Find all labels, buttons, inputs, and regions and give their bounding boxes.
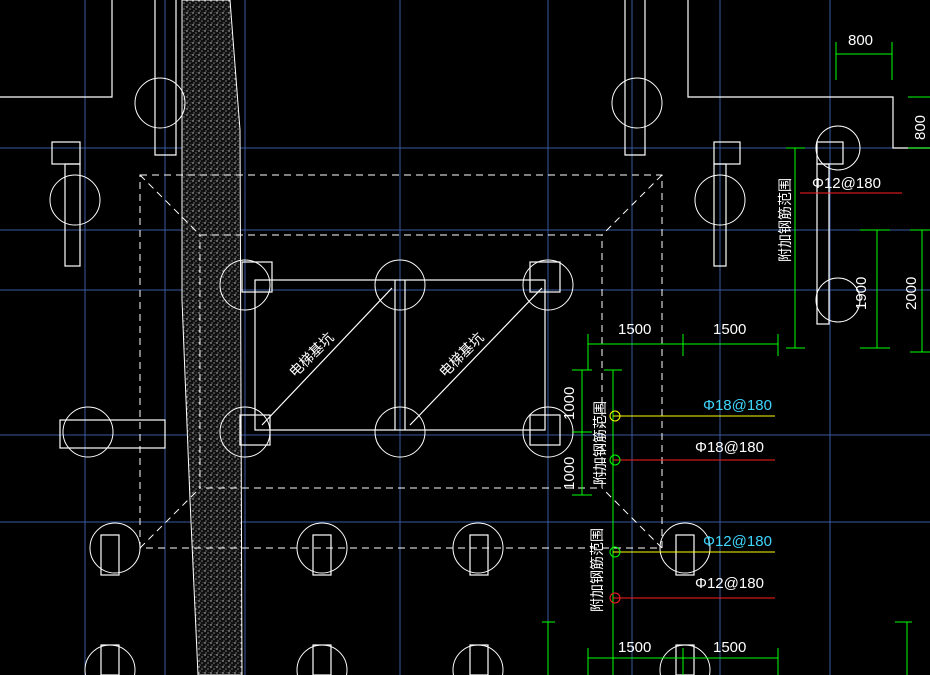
- wall-stubs: [51, 141, 844, 675]
- hatched-column-strip: [181, 0, 243, 675]
- rebar-text-top-right: Φ12@180: [812, 175, 881, 192]
- dim-text-1900: 1900: [853, 277, 870, 310]
- dim-text-1500-bot-a: 1500: [618, 639, 651, 656]
- rebar-text-mid-white: Φ18@180: [695, 439, 764, 456]
- dim-top-800: [835, 42, 930, 149]
- add-rebar-label-low: 附加钢筋范围: [589, 528, 605, 612]
- rebar-text-mid-cyan: Φ18@180: [703, 397, 772, 414]
- rebar-lower: [609, 546, 775, 604]
- dim-text-1000-a: 1000: [561, 387, 578, 420]
- dim-text-800-h: 800: [848, 32, 873, 49]
- add-rebar-label-mid: 附加钢筋范围: [592, 401, 608, 485]
- dim-text-1500-mid-b: 1500: [713, 321, 746, 338]
- dim-bottom: [542, 621, 912, 675]
- dim-middle: [572, 334, 779, 675]
- dim-text-1500-bot-b: 1500: [713, 639, 746, 656]
- wall-outlines: [0, 0, 930, 156]
- rebar-text-low-cyan: Φ12@180: [703, 533, 772, 550]
- dim-text-1000-b: 1000: [561, 457, 578, 490]
- rebar-text-low-white: Φ12@180: [695, 575, 764, 592]
- pit-outer-dashed: [139, 174, 663, 549]
- dim-text-800-v: 800: [912, 115, 929, 140]
- dim-text-1500-mid-a: 1500: [618, 321, 651, 338]
- dim-text-2000: 2000: [903, 277, 920, 310]
- add-rebar-label-top: 附加钢筋范围: [777, 178, 793, 262]
- dim-right: [786, 147, 930, 353]
- rebar-middle: [609, 410, 775, 466]
